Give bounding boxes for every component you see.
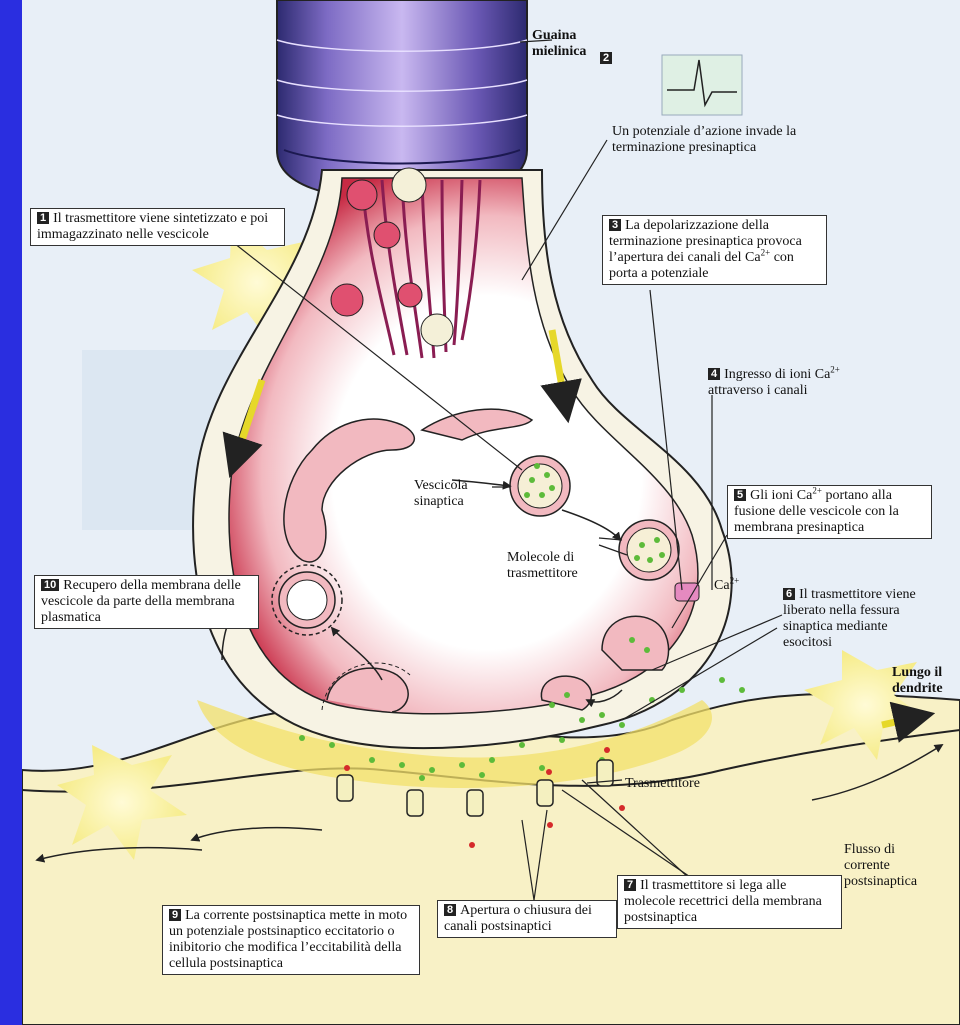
step-7-text: Il trasmettitore si lega alle molecole r… xyxy=(624,878,822,925)
step-4-number: 4 xyxy=(708,368,720,380)
step-3-text: La depolarizzazione della terminazione p… xyxy=(609,218,802,281)
step-8-number: 8 xyxy=(444,904,456,916)
step-7-number: 7 xyxy=(624,879,636,891)
step-2-text: Un potenziale d’azione invade la termina… xyxy=(612,124,796,155)
step-5-number: 5 xyxy=(734,489,746,501)
step-1-text: Il trasmettitore viene sintetizzato e po… xyxy=(37,211,268,242)
label-current-flow: Flusso di corrente postsinaptica xyxy=(844,842,944,890)
label-transmitter-molecules: Molecole di trasmettitore xyxy=(507,550,607,582)
label-synaptic-vesicle: Vescicola sinaptica xyxy=(414,478,494,510)
label-calcium-charge: 2+ xyxy=(730,575,740,585)
step-6-text: Il trasmettitore viene liberato nella fe… xyxy=(783,587,916,650)
step-6-number: 6 xyxy=(783,588,795,600)
label-transmitter: Trasmettitore xyxy=(625,776,700,792)
step-8-text: Apertura o chiusura dei canali postsinap… xyxy=(444,903,592,934)
step-1-number: 1 xyxy=(37,212,49,224)
label-along-dendrite: Lungo il dendrite xyxy=(892,665,960,697)
step-10-text: Recupero della membrana delle vescicole … xyxy=(41,578,241,625)
label-calcium-ion: Ca2+ xyxy=(714,578,739,594)
step-4-text: Ingresso di ioni Ca2+ attraverso i canal… xyxy=(708,367,840,398)
step-9-text: La corrente postsinaptica mette in moto … xyxy=(169,908,407,971)
step-5-text: Gli ioni Ca2+ portano alla fusione delle… xyxy=(734,488,899,535)
label-calcium-text: Ca xyxy=(714,578,730,593)
step-3-number: 3 xyxy=(609,219,621,231)
step-10-number: 10 xyxy=(41,579,59,591)
label-myelin-sheath: Guaina mielinica xyxy=(532,28,612,60)
step-9-number: 9 xyxy=(169,909,181,921)
